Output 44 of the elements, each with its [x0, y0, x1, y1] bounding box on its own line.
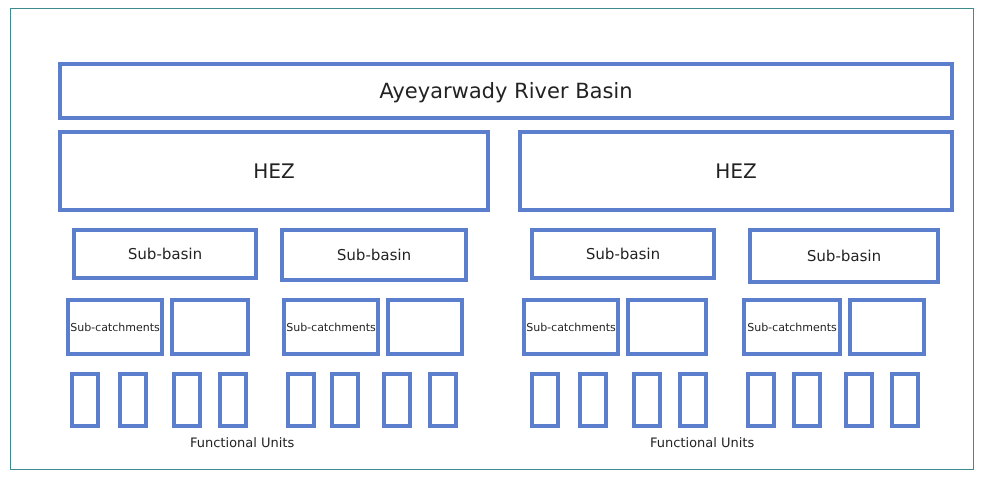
functional-unit-box	[118, 372, 148, 428]
functional-unit-box	[428, 372, 458, 428]
box-label: HEZ	[715, 159, 757, 183]
functional-unit-box	[330, 372, 360, 428]
functional-unit-box	[578, 372, 608, 428]
box-label: Sub-catchments	[70, 320, 160, 334]
group-label: Functional Units	[190, 436, 294, 451]
functional-unit-box	[890, 372, 920, 428]
functional-unit-box	[632, 372, 662, 428]
functional-unit-box	[844, 372, 874, 428]
box-label: Sub-catchments	[747, 320, 837, 334]
functional-unit-box	[530, 372, 560, 428]
functional-unit-box	[746, 372, 776, 428]
functional-unit-box	[218, 372, 248, 428]
zone-box	[518, 130, 954, 212]
sub-basin-box	[280, 228, 468, 282]
sub-basin-box	[530, 228, 716, 280]
functional-unit-box	[286, 372, 316, 428]
box-label: Sub-catchments	[286, 320, 376, 334]
sub-catchment-box	[170, 298, 250, 356]
sub-catchment-box	[742, 298, 842, 356]
sub-basin-box	[72, 228, 258, 280]
box-label: Sub-basin	[586, 245, 660, 263]
group-label: Functional Units	[650, 436, 754, 451]
sub-catchment-box	[66, 298, 164, 356]
sub-catchment-box	[282, 298, 380, 356]
box-label: Sub-catchments	[526, 320, 616, 334]
zone-box	[58, 130, 490, 212]
box-label: Sub-basin	[336, 246, 412, 264]
sub-catchment-box	[848, 298, 926, 356]
box-label: HEZ	[253, 159, 295, 183]
functional-unit-box	[70, 372, 100, 428]
functional-unit-box	[792, 372, 822, 428]
sub-catchment-box	[626, 298, 708, 356]
box-label: Ayeyarwady River Basin	[379, 79, 633, 103]
sub-catchment-box	[386, 298, 464, 356]
functional-unit-box	[678, 372, 708, 428]
functional-unit-box	[172, 372, 202, 428]
box-label: Sub-basin	[128, 245, 202, 263]
basin-box	[58, 62, 954, 120]
functional-unit-box	[382, 372, 412, 428]
sub-basin-box	[748, 228, 940, 284]
box-label: Sub-basin	[806, 247, 882, 265]
sub-catchment-box	[522, 298, 620, 356]
